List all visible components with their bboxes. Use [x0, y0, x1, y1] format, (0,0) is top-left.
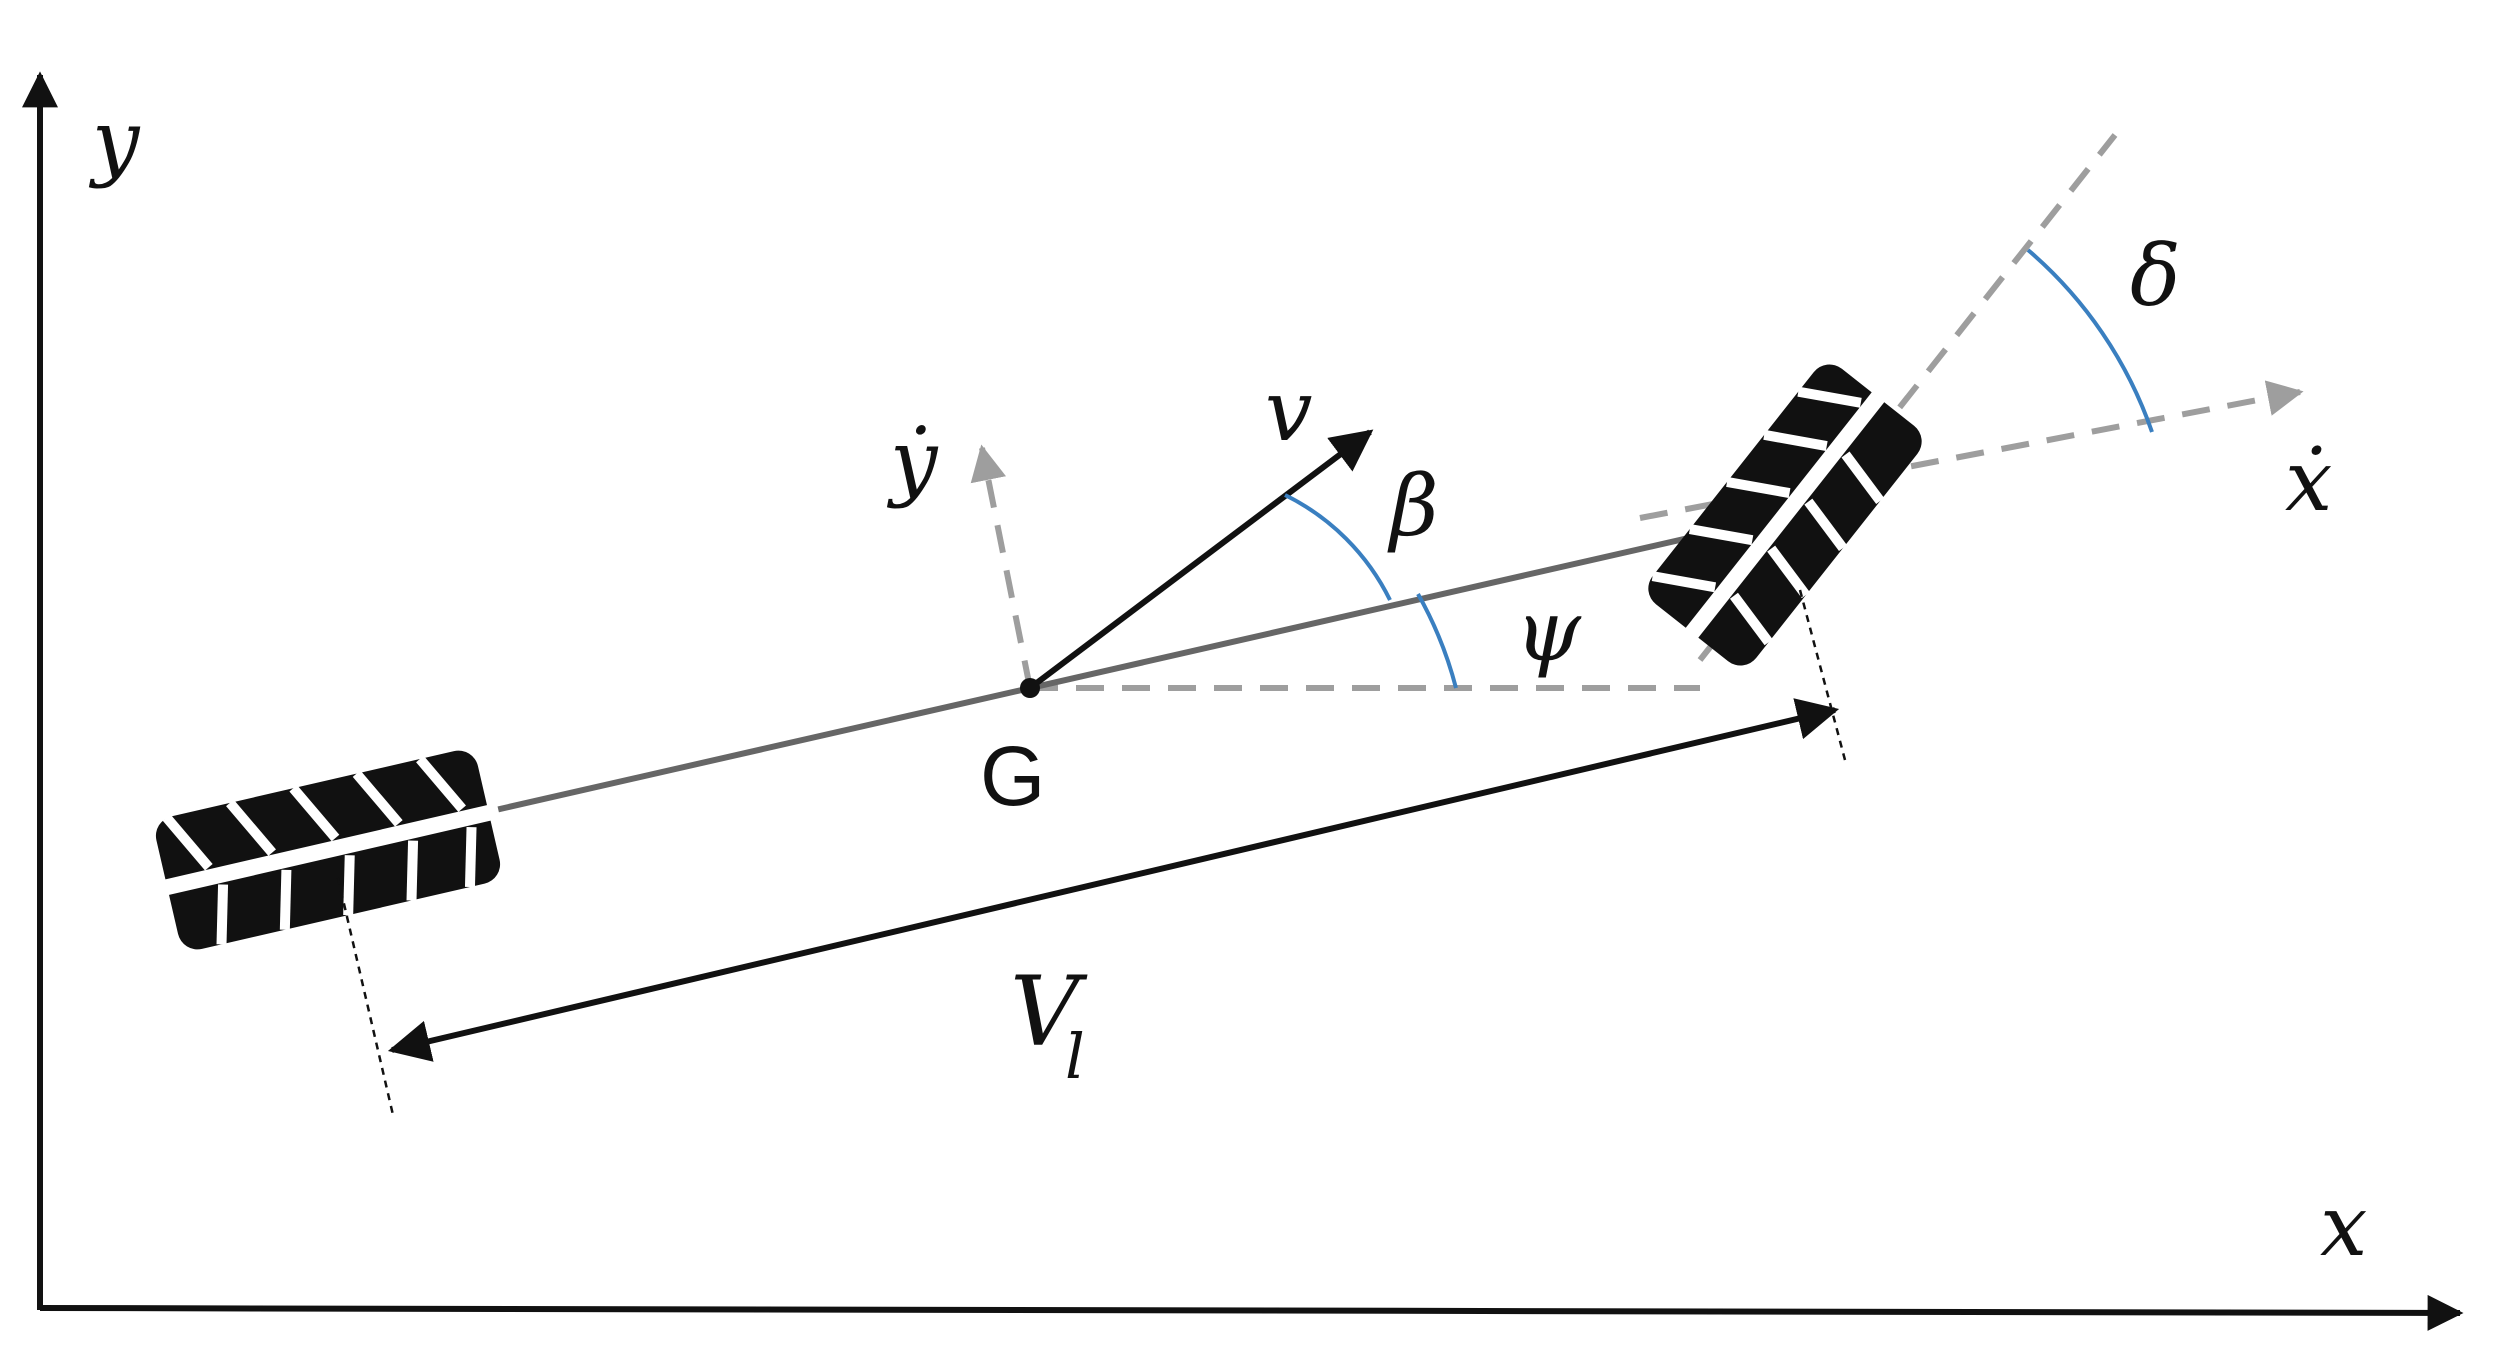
center-of-gravity-point	[1020, 678, 1040, 698]
x-axis	[39, 1294, 2464, 1331]
yaw-angle-label: ψ	[1515, 582, 1582, 680]
tire-icon	[1648, 364, 1922, 666]
slip-angle-label: β	[1387, 457, 1439, 555]
body-y-label: ẏ	[886, 412, 939, 510]
center-of-gravity-label: G	[980, 729, 1045, 823]
steer-angle-label: δ	[2130, 227, 2181, 325]
body-x-label: ẋ	[2285, 432, 2332, 530]
wheelbase-label: V	[1010, 956, 1088, 1068]
yaw-angle-arc	[1416, 593, 1458, 689]
tire-icon	[155, 750, 501, 950]
wheelbase-dimension-arrow	[387, 698, 1840, 1062]
axis-y-label: y	[88, 92, 141, 190]
wheelbase-subscript: l	[1065, 1020, 1085, 1093]
front-extension-line	[1798, 589, 1847, 761]
velocity-vector	[1028, 429, 1374, 691]
rear-extension-line	[336, 877, 395, 1116]
front-wheel	[1648, 364, 1922, 666]
chassis-line	[319, 497, 1856, 853]
axis-x-label: x	[2320, 1177, 2367, 1275]
slip-angle-arc	[1284, 493, 1392, 601]
velocity-label: v	[1265, 362, 1312, 460]
steer-angle-arc	[2026, 248, 2154, 433]
rear-wheel	[155, 750, 501, 950]
body-y-axis	[970, 444, 1033, 689]
